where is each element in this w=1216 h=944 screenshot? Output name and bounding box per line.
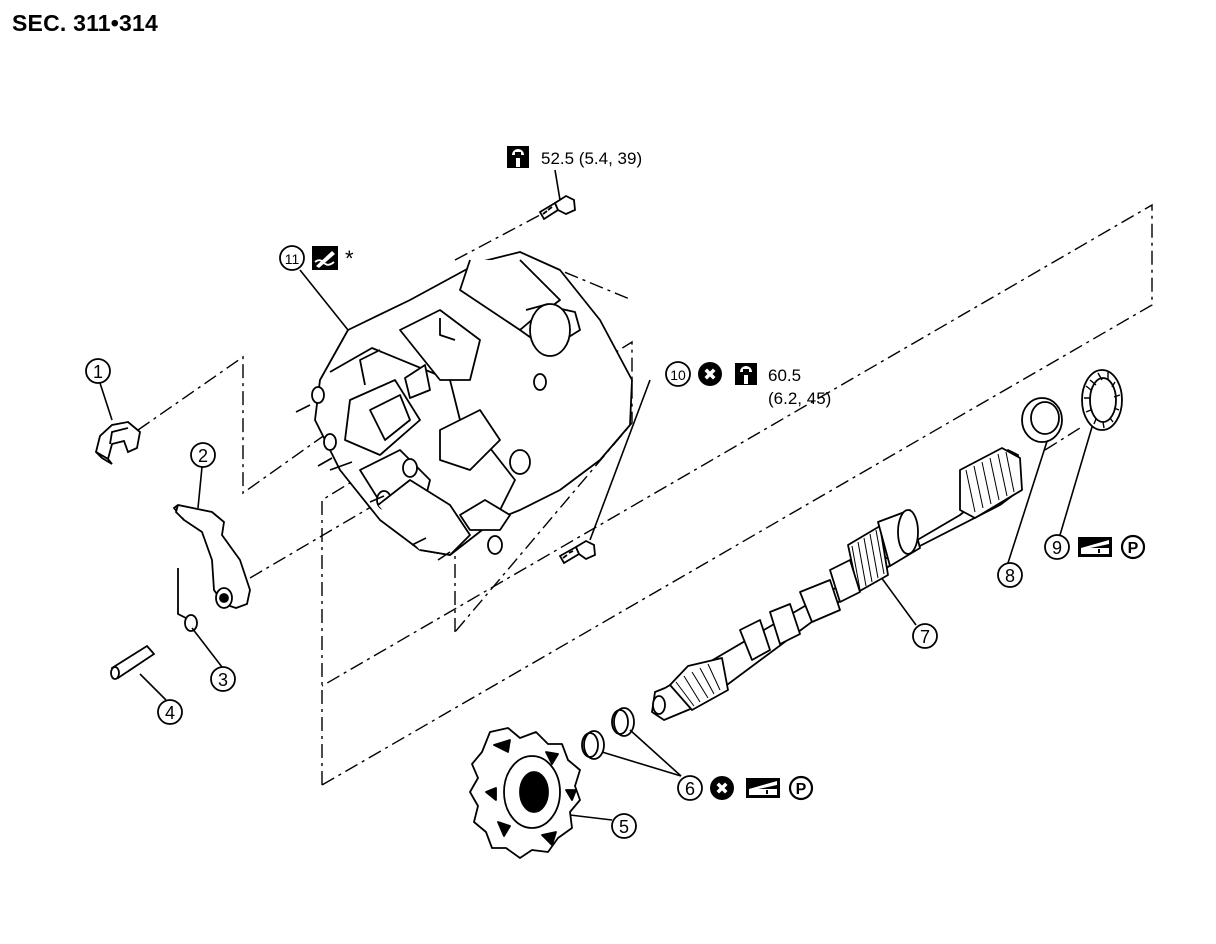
svg-text:3: 3	[218, 670, 228, 690]
svg-text:11: 11	[285, 251, 300, 267]
svg-text:7: 7	[920, 627, 930, 647]
svg-text:P: P	[796, 781, 807, 798]
upper-bolt	[538, 194, 576, 221]
callout-2: 2	[190, 442, 216, 468]
callout-6: 6	[677, 775, 703, 801]
p-circle-icon: P	[788, 775, 814, 801]
svg-text:8: 8	[1005, 566, 1015, 586]
callout-8: 8	[997, 562, 1023, 588]
part-3-ring	[177, 568, 198, 632]
part-1-retainer	[94, 421, 141, 465]
callout-5: 5	[611, 813, 637, 839]
section-title: SEC. 311•314	[12, 10, 159, 36]
callout-10: 10	[665, 361, 691, 387]
part-11-transfer-case	[311, 251, 633, 556]
non-reusable-x-icon	[698, 362, 722, 386]
callout-9: 9	[1044, 534, 1070, 560]
sealant-icon	[311, 245, 339, 271]
svg-text:10: 10	[670, 367, 686, 383]
lower-bolt-torque-line1: 60.5	[768, 366, 801, 385]
asterisk-mark: *	[345, 246, 354, 271]
grease-icon	[1078, 537, 1112, 557]
part-2-lever	[172, 504, 251, 609]
part-8-washer	[1021, 397, 1063, 443]
svg-text:6: 6	[685, 779, 695, 799]
callout-4: 4	[157, 699, 183, 725]
svg-text:9: 9	[1052, 538, 1062, 558]
callout-1: 1	[85, 358, 111, 384]
part-5-sprocket	[469, 727, 581, 859]
leader-lines	[99, 169, 1101, 821]
grease-icon	[746, 778, 780, 798]
part-6-seal-rings	[581, 707, 635, 760]
torque-wrench-icon	[507, 146, 529, 168]
svg-text:4: 4	[165, 703, 175, 723]
svg-text:1: 1	[93, 362, 103, 382]
callout-11: 11	[279, 245, 305, 271]
p-circle-icon: P	[1120, 534, 1146, 560]
part-9-toothed-washer	[1081, 369, 1123, 431]
callout-3: 3	[210, 666, 236, 692]
part-7-mainshaft	[651, 447, 1023, 721]
upper-bolt-torque: 52.5 (5.4, 39)	[541, 149, 642, 168]
callouts: 1 2 3 4 5 6 7	[85, 245, 1070, 839]
svg-text:P: P	[1128, 540, 1139, 557]
svg-text:5: 5	[619, 817, 629, 837]
part-4-pin	[110, 644, 156, 680]
part-10-bolt	[558, 539, 596, 565]
lower-bolt-torque-line2: (6.2, 45)	[768, 389, 831, 408]
non-reusable-x-icon	[710, 776, 734, 800]
svg-text:2: 2	[198, 446, 208, 466]
case-bolt-hints	[295, 404, 451, 561]
torque-wrench-icon	[735, 363, 757, 385]
callout-7: 7	[912, 623, 938, 649]
